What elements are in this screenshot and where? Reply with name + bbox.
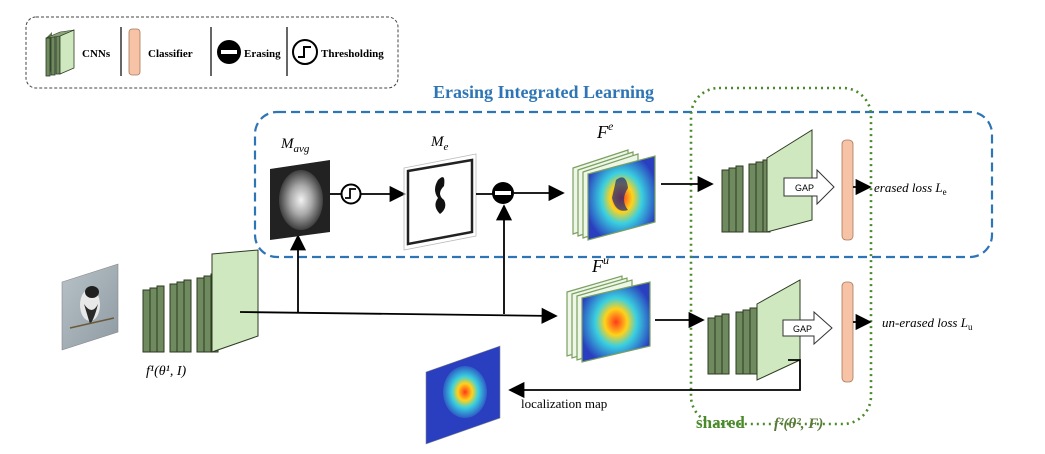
backbone-cnn [142,249,259,353]
eil-region [253,110,994,259]
top-cnn-slab [755,161,764,233]
eil-title: Erasing Integrated Learning [433,82,654,102]
backbone-slab [183,279,192,353]
bottom-cnn-slab [707,317,716,375]
backbone-slab [196,277,205,353]
shared-label: shared [696,413,745,432]
localization-map-label: localization map [521,396,607,411]
backbone-slab [203,275,212,353]
legend-box: CNNs Classifier Erasing Thresholding [25,16,399,89]
legend-thresholding-label: Thresholding [321,48,384,60]
m-avg-map [270,160,330,240]
gap-arrow-bottom: GAP [782,310,833,346]
fu-feature-stack [566,275,651,363]
gap-arrow-top: GAP [783,168,835,206]
classifier-bottom [841,281,854,383]
backbone-slab [142,289,151,353]
classifier-top [841,139,854,241]
bottom-cnn-slab [742,309,751,375]
cnn-legend-icon [45,29,75,77]
backbone-slab [149,287,158,353]
shared-region [689,86,873,426]
shared-fn-label: f²(θ², F) [774,416,823,432]
backbone-slab [169,283,178,353]
legend-classifier-label: Classifier [148,48,193,60]
classifier-legend-icon [128,28,141,76]
top-cnn-slab [728,167,737,233]
legend-erasing-label: Erasing [244,48,281,60]
backbone-slab [176,281,185,353]
legend-border [25,16,399,89]
backbone-to-fu-arrow [239,307,558,324]
bottom-cnn-slab [721,313,730,375]
fe-feature-stack [572,149,656,241]
thresholding-legend-icon [292,39,318,65]
m-e-label: Me [430,134,449,153]
m-e-mask [403,153,477,251]
localization-map-image [425,345,501,445]
localization-return-arrow [508,359,801,399]
top-cnn-slab [748,163,757,233]
f1-label: f¹(θ¹, I) [146,364,186,379]
f-e-label: Fe [596,119,614,142]
unerased-loss-label: un-erased loss Lu [882,315,973,332]
top-cnn-slab [735,165,744,233]
m-avg-label: Mavg [280,136,310,155]
backbone-slab [156,285,165,353]
input-bird-image [61,263,119,351]
bottom-cnn-slab [714,315,723,375]
legend-cnns-label: CNNs [82,48,111,60]
erasing-op-icon [492,182,514,204]
f-u-label: Fu [591,253,609,276]
bottom-cnn-slab [749,307,758,375]
erased-loss-label: erased loss Le [874,180,947,197]
bottom-cnn-slab [735,311,744,375]
thresholding-op-icon [340,183,362,205]
svg-text:GAP: GAP [793,324,812,334]
shared-cnn-bottom [707,279,801,381]
top-cnn-slab [721,169,730,233]
erasing-legend-icon [217,40,241,64]
svg-text:GAP: GAP [795,183,814,193]
